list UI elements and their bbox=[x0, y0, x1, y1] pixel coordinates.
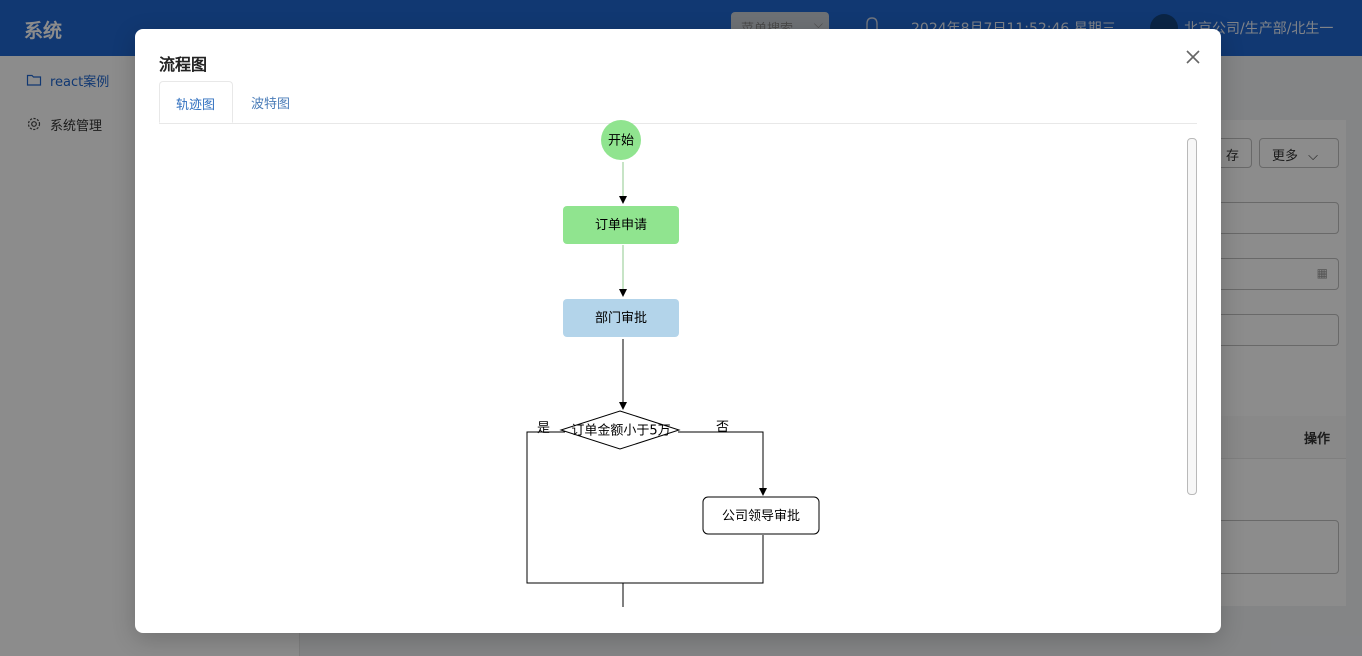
node-dept-approve[interactable]: 部门审批 bbox=[563, 299, 679, 337]
scrollbar[interactable] bbox=[1187, 138, 1197, 495]
flowchart-canvas: 开始 订单申请 部门审批 订单金额小于5万 是 否 公司领导审批 bbox=[526, 120, 820, 607]
tab-label: 波特图 bbox=[251, 97, 291, 112]
folder-icon bbox=[26, 74, 42, 86]
save-button-label: 存 bbox=[1225, 149, 1239, 164]
remarks-textarea[interactable] bbox=[1200, 520, 1339, 574]
more-button-label: 更多 bbox=[1272, 149, 1299, 164]
tab-track-diagram[interactable]: 轨迹图 bbox=[159, 81, 233, 123]
branch-yes-label: 是 bbox=[537, 421, 550, 436]
node-decision-label: 订单金额小于5万 bbox=[571, 423, 670, 439]
node-leader-approve-label: 公司领导审批 bbox=[722, 509, 800, 524]
form-input-2[interactable] bbox=[1200, 314, 1339, 346]
modal-tabs: 轨迹图 波特图 bbox=[159, 81, 1197, 124]
node-decision[interactable]: 订单金额小于5万 bbox=[559, 410, 681, 450]
tab-label: 轨迹图 bbox=[176, 98, 216, 113]
more-button[interactable]: 更多 ⌵ bbox=[1259, 138, 1339, 168]
node-start[interactable]: 开始 bbox=[601, 120, 641, 160]
chevron-down-icon: ⌵ bbox=[813, 17, 823, 31]
sidebar-item-label: react案例 bbox=[50, 74, 110, 90]
table-header-action: 操作 bbox=[1200, 416, 1346, 459]
date-input[interactable]: ▦ bbox=[1200, 258, 1339, 290]
node-leader-approve[interactable]: 公司领导审批 bbox=[702, 496, 820, 535]
app-title: 系统 bbox=[24, 20, 63, 42]
sidebar-item-react[interactable]: react案例 bbox=[26, 68, 109, 92]
edge-no-branch bbox=[678, 431, 767, 496]
node-order-apply-label: 订单申请 bbox=[595, 218, 647, 233]
tab-bode-diagram[interactable]: 波特图 bbox=[235, 81, 306, 123]
node-dept-approve-label: 部门审批 bbox=[595, 311, 647, 326]
sidebar-item-label: 系统管理 bbox=[50, 118, 103, 134]
modal-title: 流程图 bbox=[159, 55, 208, 74]
form-input-1[interactable] bbox=[1200, 202, 1339, 234]
node-order-apply[interactable]: 订单申请 bbox=[563, 206, 679, 244]
header-user-path[interactable]: 北京公司/生产部/北生一 bbox=[1184, 21, 1334, 37]
close-icon[interactable] bbox=[1183, 47, 1203, 67]
node-start-label: 开始 bbox=[608, 134, 634, 149]
chevron-down-icon: ⌵ bbox=[1308, 149, 1319, 164]
flowchart-modal: 流程图 轨迹图 波特图 开始 订单申请 bbox=[135, 29, 1221, 633]
table-header-action-label: 操作 bbox=[1303, 432, 1330, 447]
edge-yes-branch bbox=[526, 431, 764, 584]
calendar-icon: ▦ bbox=[1316, 266, 1328, 280]
branch-no-label: 否 bbox=[716, 420, 729, 435]
gear-icon bbox=[27, 117, 41, 131]
sidebar-item-system[interactable]: 系统管理 bbox=[26, 112, 102, 136]
